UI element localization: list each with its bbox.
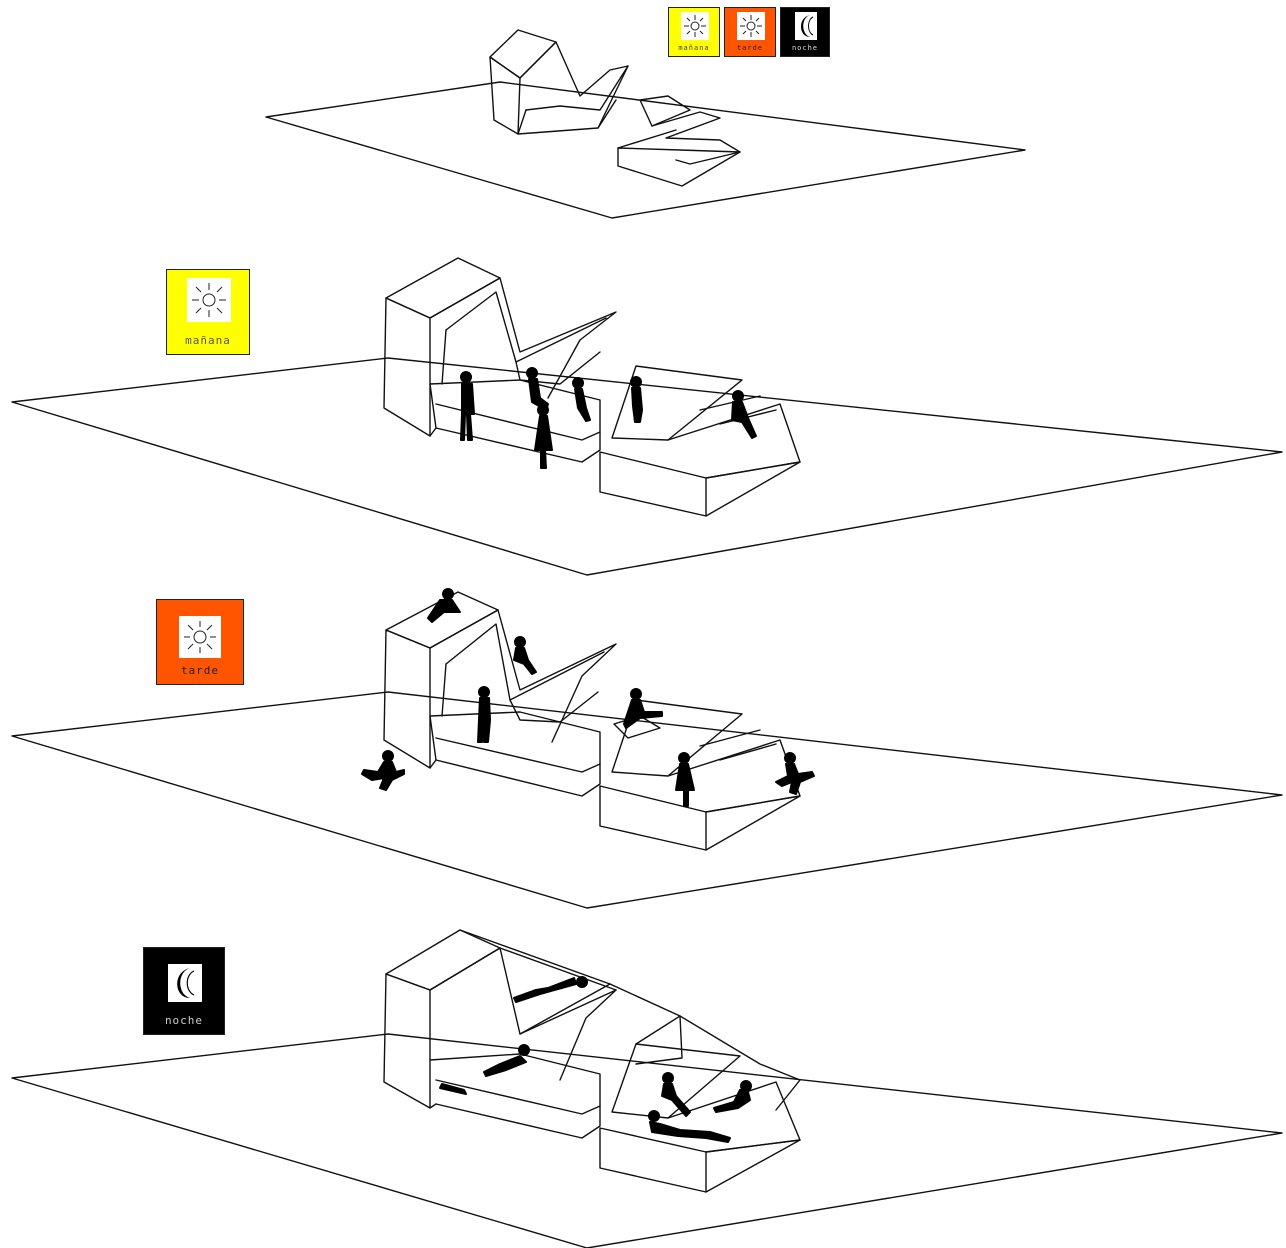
legend-morning-label: mañana: [669, 44, 719, 52]
night-time-tag: noche: [143, 947, 225, 1035]
ground-plane: [12, 692, 1282, 908]
legend-night-tile: noche: [780, 7, 830, 57]
afternoon-time-tag: tarde: [156, 599, 244, 685]
sun-icon: [179, 616, 221, 658]
afternoon-label: tarde: [157, 664, 243, 677]
bench-structure: [384, 258, 800, 516]
moon-icon: [795, 12, 817, 40]
moon-icon: [168, 964, 202, 1002]
sun-icon: [681, 12, 709, 40]
overview-scene: [266, 30, 1025, 218]
night-label: noche: [144, 1014, 224, 1027]
sun-icon: [737, 12, 765, 40]
ground-plane: [12, 358, 1282, 575]
legend-afternoon-tile: tarde: [724, 7, 776, 57]
people-figures: [440, 977, 751, 1142]
legend-night-label: noche: [781, 44, 829, 52]
bench-structure: [384, 930, 800, 1192]
sun-icon: [187, 278, 231, 322]
legend-morning-tile: mañana: [668, 7, 720, 57]
ground-plane: [266, 82, 1025, 218]
ground-plane: [12, 1034, 1282, 1248]
legend-afternoon-label: tarde: [725, 44, 775, 52]
morning-time-tag: mañana: [166, 269, 250, 355]
bench-structure: [384, 592, 800, 850]
people-figures: [461, 368, 756, 468]
morning-label: mañana: [167, 334, 249, 347]
